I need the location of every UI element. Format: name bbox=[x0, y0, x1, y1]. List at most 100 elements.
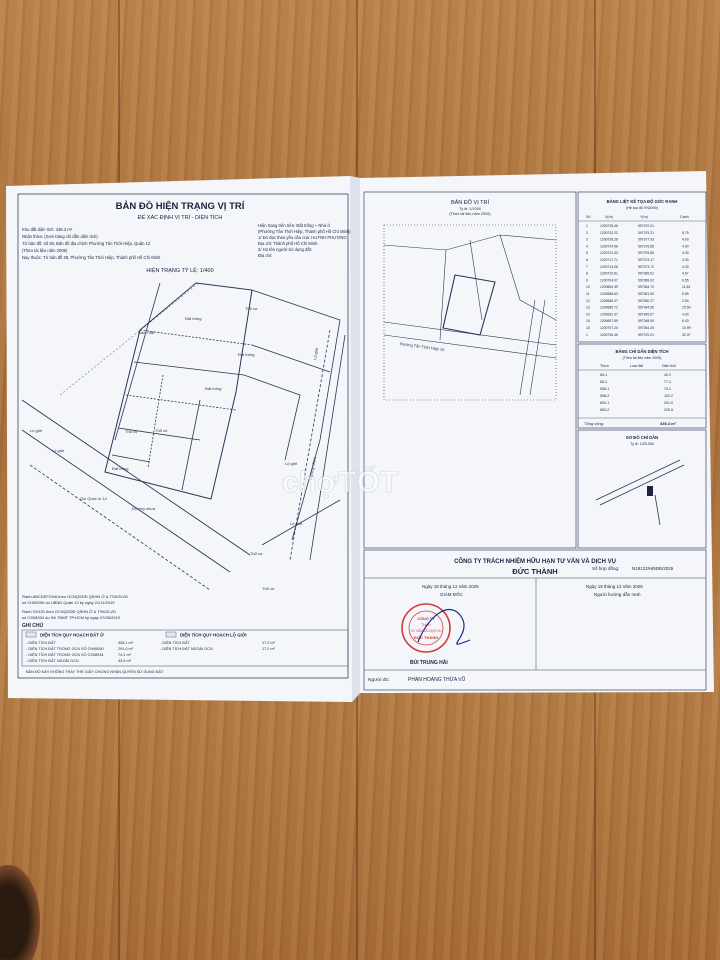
area-table-subtitle: (Theo tài liệu năm 2005) bbox=[623, 356, 662, 360]
area-cell: 65-1 bbox=[600, 373, 607, 377]
coords-header-cell: Y(m) bbox=[640, 215, 648, 219]
coords-cell: 6.43 bbox=[682, 319, 689, 323]
coords-cell: 5.59 bbox=[682, 292, 689, 296]
neighbor-line bbox=[251, 344, 331, 373]
sketch-road bbox=[654, 494, 661, 526]
parcel-label: Ranh đất bbox=[138, 330, 155, 335]
owner-info-block: Hiện trạng trên trên: Đất trống + Nhà ở … bbox=[258, 223, 351, 258]
coords-cell: 597376.85 bbox=[638, 244, 654, 248]
coords-cell: 4.00 bbox=[682, 312, 689, 316]
stamp-text: ĐỨC THÀNH bbox=[414, 635, 438, 640]
info-block: Khu đất diện tích: 435.3 m² Nhận thửa: (… bbox=[22, 227, 161, 260]
parcel-line bbox=[139, 329, 253, 346]
right-page: BẢN ĐỒ VỊ TRÍ Tỷ lệ: 1/1000 (Theo tài li… bbox=[363, 191, 707, 691]
road-edge bbox=[519, 299, 536, 396]
legend-row-value: 43.0 m² bbox=[118, 659, 132, 663]
location-map-note: (Theo tài liệu năm 2005) bbox=[449, 212, 491, 216]
road-edge bbox=[21, 429, 231, 573]
measurer-label: Người đo: bbox=[368, 677, 390, 683]
company-brand: ĐỨC THÀNH bbox=[512, 567, 557, 576]
coords-cell: 4 bbox=[586, 244, 588, 248]
parcel-label: Lộ giới bbox=[312, 347, 319, 360]
coords-cell: 4.00 bbox=[682, 238, 689, 242]
coords-cell: 1200735.46 bbox=[600, 224, 618, 228]
location-map-drawing bbox=[383, 224, 557, 401]
coords-cell: 1200694.39 bbox=[600, 285, 618, 289]
coords-cell: 4.00 bbox=[682, 258, 689, 262]
coords-cell: 597370.01 bbox=[638, 224, 654, 228]
coords-cell: 8 bbox=[586, 272, 588, 276]
neighbor-line bbox=[114, 282, 161, 441]
coords-table-header: Số X(m) Y(m) Cạnh bbox=[586, 215, 689, 219]
info-line: (Theo tài liệu năm 2005) bbox=[22, 248, 68, 253]
legend-row-label: - DIỆN TÍCH ĐẤT bbox=[160, 640, 191, 645]
info-line: Tờ bản đồ: số 28, Bản đồ địa chính Phườn… bbox=[22, 241, 151, 246]
road-edge bbox=[309, 334, 346, 561]
coords-cell: 1200689.72 bbox=[600, 306, 618, 310]
sketch-road bbox=[599, 464, 685, 506]
coords-cell: 4.00 bbox=[682, 251, 689, 255]
legend-row-label: - DIỆN TÍCH ĐẤT TRONG GCN SỐ CH06090 bbox=[26, 646, 104, 651]
company-panel bbox=[363, 549, 707, 691]
road-name: Đường Tân Thới Hiệp 10 bbox=[400, 341, 446, 352]
parcel-label: Đất trống bbox=[238, 352, 254, 357]
parcel-label: Thổ cư bbox=[245, 306, 258, 311]
area-table-title: BẢNG CHỈ DẪN DIỆN TÍCH bbox=[615, 349, 668, 354]
road-setback-line bbox=[289, 329, 331, 561]
sketch-location-marker bbox=[647, 486, 653, 496]
road-edge bbox=[529, 299, 546, 396]
road-edge bbox=[261, 499, 341, 546]
note-line: Ranh ABCDEFGHA theo GCNQSDĐ QSHN Ở & TSK… bbox=[22, 594, 128, 599]
area-total-label: Tổng cộng: bbox=[584, 421, 604, 426]
coords-cell: 1200724.96 bbox=[600, 244, 618, 248]
legend-row-label: - DIỆN TÍCH ĐẤT TRONG GCN SỐ CS08934 bbox=[26, 652, 103, 657]
date-left: Ngày 18 tháng 12 năm 2025 bbox=[422, 584, 479, 589]
parcel-line bbox=[147, 374, 164, 469]
parcel-line bbox=[117, 427, 201, 441]
coords-cell: 597374.17 bbox=[638, 258, 654, 262]
legend-title: GHI CHÚ bbox=[22, 622, 44, 629]
coords-cell: 12 bbox=[586, 299, 590, 303]
coords-cell: 1200704.07 bbox=[600, 278, 618, 282]
coords-cell: 597377.93 bbox=[638, 238, 654, 242]
coords-cell: 13 bbox=[586, 306, 590, 310]
parcel-label: Đất trống bbox=[185, 316, 201, 321]
road-edge bbox=[383, 321, 557, 346]
coords-cell: 597364.70 bbox=[638, 285, 654, 289]
coords-table-title: BẢNG LIỆT KÊ TỌA ĐỘ GÓC RANH bbox=[607, 199, 678, 204]
location-map-scale: Tỷ lệ: 1/1000 bbox=[459, 207, 481, 211]
legend-row-label: - DIỆN TÍCH ĐẤT NGOÀI GCN bbox=[26, 658, 79, 663]
parcel-label: Đất trống bbox=[205, 386, 221, 391]
parcel-line bbox=[133, 361, 245, 376]
guide-role: Người hướng dẫn ranh bbox=[594, 591, 641, 597]
coords-cell: 10 bbox=[586, 285, 590, 289]
parcel-line bbox=[439, 249, 447, 341]
coords-cell: 1200732.22 bbox=[600, 231, 618, 235]
coords-cell: 597354.26 bbox=[638, 326, 654, 330]
coords-cell: 597375.85 bbox=[638, 251, 654, 255]
coords-cell: 1200735.46 bbox=[600, 333, 618, 337]
contract-number: N18122/HĐĐĐ/2025 bbox=[632, 566, 674, 571]
area-cell: 291.0 bbox=[664, 401, 673, 405]
location-map-frame bbox=[363, 191, 577, 549]
coords-cell: 15 bbox=[586, 319, 590, 323]
coords-cell: 6.55 bbox=[682, 278, 689, 282]
legend-row-value: 291.0 m² bbox=[118, 647, 134, 651]
owner-info-line: Địa chỉ: bbox=[258, 253, 272, 258]
parcel-label: Thổ cư bbox=[250, 551, 263, 556]
coords-cell: 1200686.47 bbox=[600, 299, 618, 303]
coords-cell: 1200717.71 bbox=[600, 258, 618, 262]
coords-cell: 11.63 bbox=[682, 285, 690, 289]
coords-cell: 597370.01 bbox=[638, 333, 654, 337]
parcel-line bbox=[469, 239, 483, 321]
area-cell: 600-1 bbox=[600, 401, 609, 405]
coords-cell: 2.54 bbox=[682, 299, 689, 303]
coords-cell: 14 bbox=[586, 312, 590, 316]
road-label: Đường nhựa bbox=[308, 456, 317, 480]
parcel-label: Lộ giới bbox=[52, 448, 64, 453]
paper-fold bbox=[350, 176, 360, 702]
sketch-scale: Tỷ lệ: 1/25.000 bbox=[630, 442, 654, 446]
coords-cell: 597344.56 bbox=[638, 306, 654, 310]
coords-cell: 15.50 bbox=[682, 306, 691, 310]
